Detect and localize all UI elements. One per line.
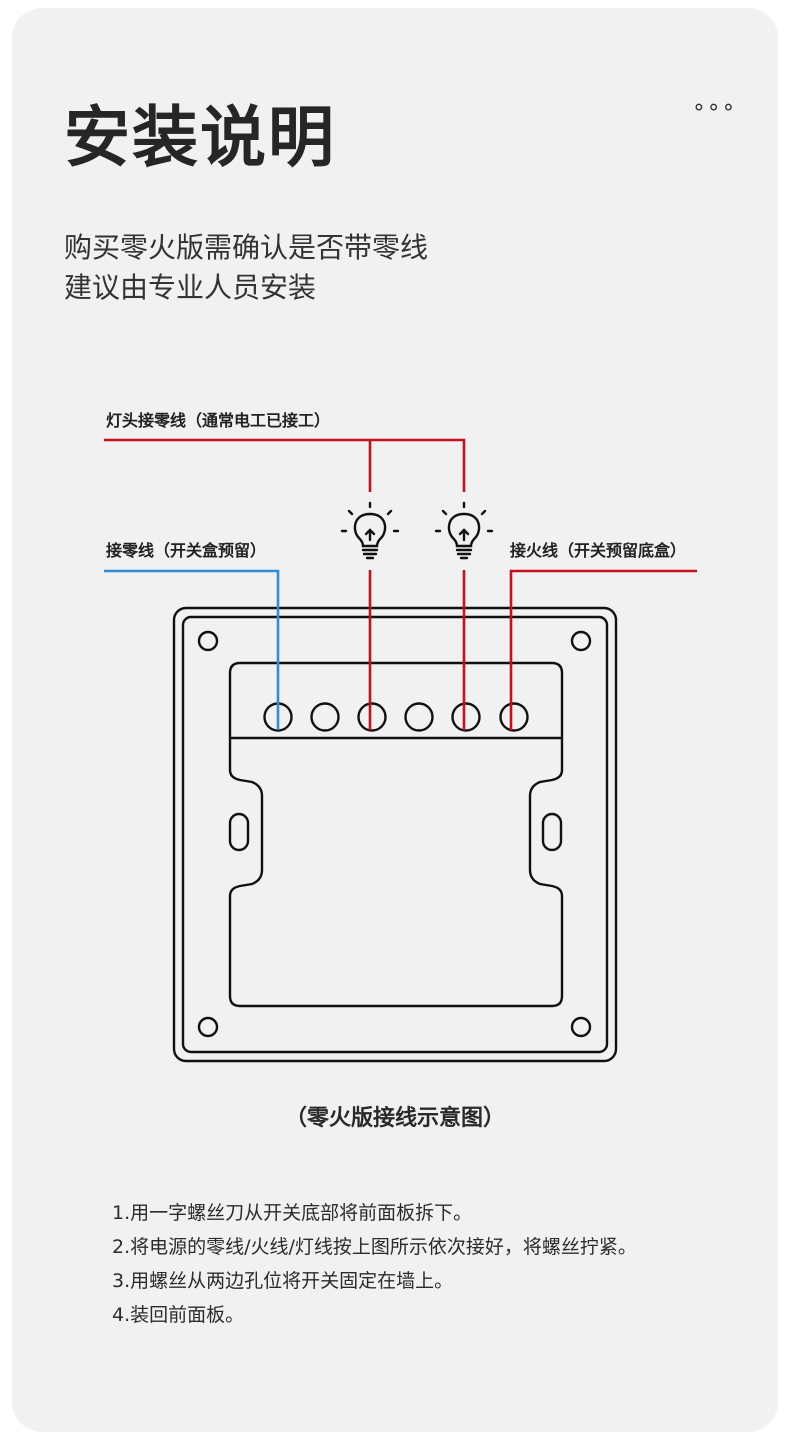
step-item: 3.用螺丝从两边孔位将开关固定在墙上。 bbox=[112, 1270, 454, 1292]
switch-back-box bbox=[172, 606, 618, 1063]
subtitle: 购买零火版需确认是否带零线 建议由专业人员安装 bbox=[64, 228, 428, 308]
diagram-caption: （零火版接线示意图） bbox=[284, 1106, 505, 1131]
label-live: 接火线（开关预留底盒） bbox=[510, 541, 686, 560]
subtitle-line-1: 购买零火版需确认是否带零线 bbox=[64, 231, 429, 264]
page-title: 安装说明 bbox=[64, 99, 336, 176]
more-options-icon[interactable]: ∘∘∘ bbox=[692, 95, 737, 120]
step-list: 1.用一字螺丝刀从开关底部将前面板拆下。 2.将电源的零线/火线/灯线按上图所示… bbox=[112, 1196, 637, 1332]
instruction-card bbox=[12, 8, 778, 1432]
live-wire bbox=[509, 569, 697, 730]
label-lamp-neutral: 灯头接零线（通常电工已接工） bbox=[106, 411, 330, 430]
subtitle-line-2: 建议由专业人员安装 bbox=[64, 271, 317, 304]
light-bulb-icon bbox=[340, 501, 400, 560]
light-bulb-icon bbox=[434, 501, 494, 560]
lamp-neutral-wire bbox=[104, 438, 466, 492]
wiring-diagram: 灯头接零线（通常电工已接工） 接零线（开关盒预留） 接火线（开关预留底盒） bbox=[104, 411, 697, 1063]
label-neutral: 接零线（开关盒预留） bbox=[106, 541, 266, 560]
neutral-wire bbox=[104, 569, 280, 730]
step-item: 1.用一字螺丝刀从开关底部将前面板拆下。 bbox=[112, 1202, 473, 1224]
step-item: 2.将电源的零线/火线/灯线按上图所示依次接好，将螺丝拧紧。 bbox=[112, 1236, 637, 1258]
step-item: 4.装回前面板。 bbox=[112, 1304, 245, 1326]
